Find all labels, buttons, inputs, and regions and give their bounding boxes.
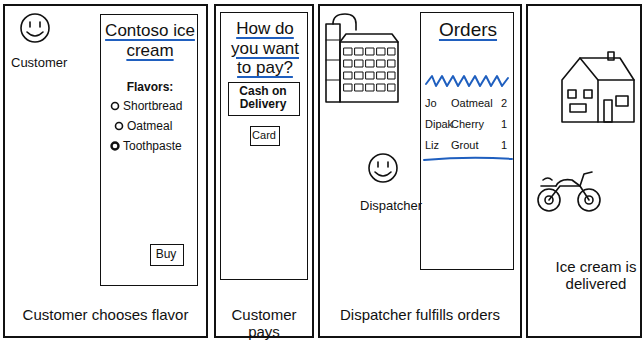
- panel-caption: Customer chooses flavor: [5, 306, 206, 323]
- option-text: Oatmeal: [127, 120, 197, 134]
- actor-label: Dispatcher: [360, 199, 440, 214]
- field-label: Flavors:: [101, 81, 199, 95]
- button-label: Card: [251, 129, 278, 142]
- table-cell: Oatmeal: [451, 97, 497, 110]
- table-cell: Liz: [425, 139, 455, 152]
- table-cell: Dipak: [425, 118, 455, 131]
- table-cell: 1: [501, 139, 513, 152]
- button: Card: [250, 126, 280, 146]
- story-panel: Buy Contoso ice creamFlavors: ShortbreadOa…: [3, 4, 208, 338]
- story-panel: Ice cream is delivered: [526, 4, 642, 338]
- button: Cash on Delivery: [228, 82, 300, 116]
- button-label: Cash on Delivery: [229, 85, 298, 113]
- table-cell: 1: [501, 118, 513, 131]
- table-cell: Cherry: [451, 118, 497, 131]
- table-cell: Grout: [451, 139, 497, 152]
- screen-card: OrdersJoOatmeal2DipakCherry1LizGrout1: [420, 12, 514, 270]
- option-text: Shortbread: [123, 100, 197, 114]
- table-cell: 2: [501, 97, 513, 110]
- screen-card: Cash on DeliveryCard How do you want to p…: [220, 12, 308, 280]
- panel-caption: Customer pays: [216, 306, 312, 341]
- screen-title: Contoso ice cream: [103, 21, 197, 60]
- screen-card: Buy Contoso ice creamFlavors: ShortbreadOa…: [100, 14, 198, 286]
- story-panel: Cash on DeliveryCard How do you want to p…: [214, 4, 314, 338]
- button-label: Buy: [151, 248, 182, 262]
- panel-caption: Dispatcher fulfills orders: [320, 306, 520, 323]
- story-panel: OrdersJoOatmeal2DipakCherry1LizGrout1Dis…: [318, 4, 522, 338]
- actor-label: Customer: [11, 56, 91, 71]
- screen-title: How do you want to pay?: [223, 19, 307, 78]
- screen-title: Orders: [421, 19, 515, 41]
- panel-caption: Ice cream is delivered: [554, 258, 638, 293]
- table-cell: Jo: [425, 97, 455, 110]
- button: Buy: [150, 244, 184, 266]
- option-text: Toothpaste: [123, 140, 197, 154]
